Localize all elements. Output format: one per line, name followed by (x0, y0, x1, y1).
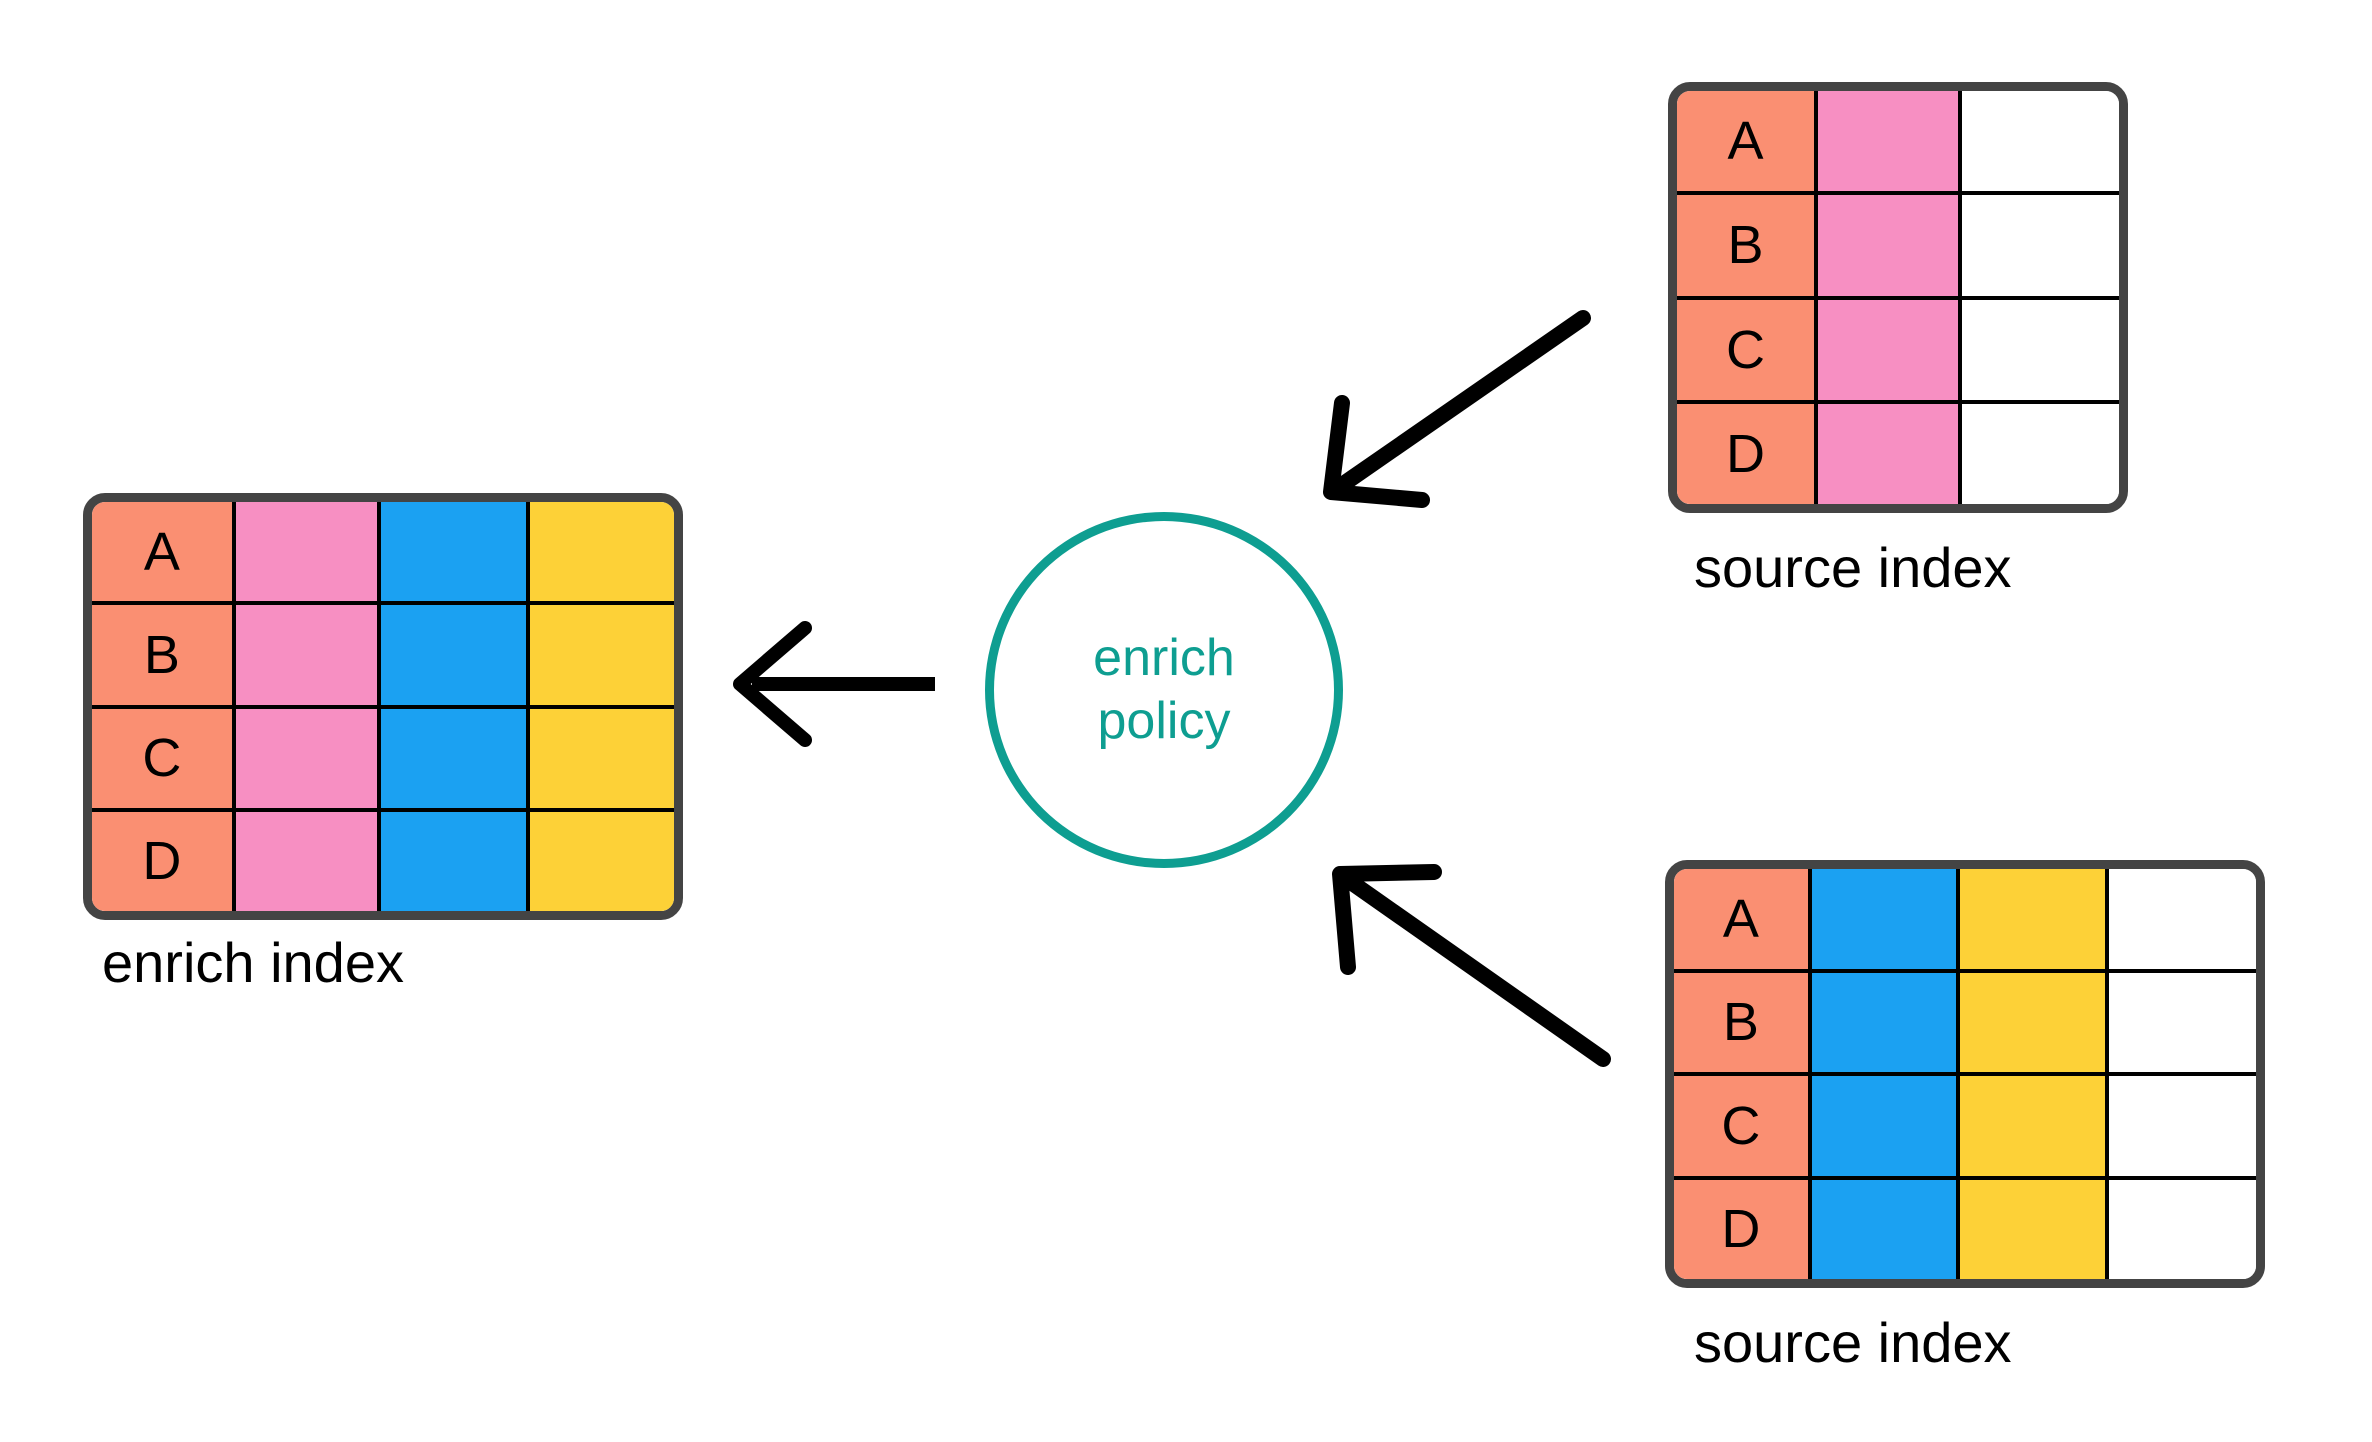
table-row: B (1677, 191, 2119, 296)
row-key-label: A (1727, 111, 1764, 172)
cell-field-blue (377, 605, 526, 705)
cell-field-empty (1957, 195, 2119, 296)
cell-field-pink (231, 708, 378, 808)
arrow-policy-to-enrich-index (733, 621, 935, 747)
enrich-index-caption: enrich index (102, 931, 404, 994)
table-row: D (1677, 399, 2119, 504)
cell-field-empty (2104, 972, 2256, 1072)
cell-key-c: C (1677, 299, 1815, 400)
cell-key-a: A (1677, 91, 1815, 192)
cell-key-b: B (1677, 195, 1815, 296)
cell-field-empty (1957, 299, 2119, 400)
cell-field-yellow (525, 708, 674, 808)
cell-key-c: C (1674, 1076, 1808, 1176)
enrich-policy-label: enrich policy (1093, 628, 1235, 750)
cell-field-blue (1807, 1076, 1957, 1176)
table-row: C (1674, 1072, 2256, 1176)
cell-field-empty (1957, 403, 2119, 504)
enrich-index-table: A B C D (83, 493, 683, 920)
table-row: C (92, 704, 674, 808)
cell-field-yellow (525, 605, 674, 705)
row-key-label: D (1721, 1199, 1761, 1260)
cell-field-yellow (525, 502, 674, 602)
table-row: A (1677, 91, 2119, 192)
row-key-label: B (1727, 215, 1764, 276)
table-row: D (1674, 1175, 2256, 1279)
cell-field-yellow (1956, 869, 2105, 969)
cell-field-pink (231, 502, 378, 602)
row-key-label: A (143, 521, 180, 582)
cell-key-c: C (92, 708, 232, 808)
table-row: C (1677, 295, 2119, 400)
table-row: A (92, 502, 674, 602)
source-index-top-caption: source index (1694, 536, 2012, 599)
row-key-label: B (1722, 992, 1759, 1053)
row-key-label: A (1722, 888, 1759, 949)
cell-field-pink (1814, 195, 1958, 296)
cell-field-empty (2104, 1179, 2256, 1279)
cell-field-yellow (1956, 1076, 2105, 1176)
cell-field-empty (2104, 869, 2256, 969)
cell-field-blue (1807, 972, 1957, 1072)
table-row: A (1674, 869, 2256, 969)
cell-field-pink (231, 605, 378, 705)
cell-key-d: D (1674, 1179, 1808, 1279)
source-index-top-table: A B C D (1668, 82, 2128, 513)
source-index-bottom-caption: source index (1694, 1311, 2012, 1374)
cell-key-b: B (92, 605, 232, 705)
cell-key-b: B (1674, 972, 1808, 1072)
row-key-label: D (1726, 423, 1765, 484)
cell-field-empty (1957, 91, 2119, 192)
cell-field-pink (231, 811, 378, 911)
row-key-label: C (1721, 1095, 1761, 1156)
cell-field-yellow (1956, 1179, 2105, 1279)
row-key-label: C (1726, 319, 1765, 380)
cell-key-a: A (1674, 869, 1808, 969)
cell-key-a: A (92, 502, 232, 602)
row-key-label: B (143, 624, 180, 685)
row-key-label: C (142, 728, 182, 789)
row-key-label: D (142, 831, 182, 892)
cell-field-empty (2104, 1076, 2256, 1176)
cell-field-pink (1814, 299, 1958, 400)
enrich-policy-node[interactable]: enrich policy (985, 512, 1343, 868)
table-row: B (1674, 968, 2256, 1072)
cell-key-d: D (1677, 403, 1815, 504)
table-row: D (92, 807, 674, 911)
cell-field-blue (377, 502, 526, 602)
table-row: B (92, 601, 674, 705)
arrow-source-top-to-policy (1323, 310, 1591, 508)
cell-field-blue (377, 708, 526, 808)
cell-field-yellow (1956, 972, 2105, 1072)
cell-key-d: D (92, 811, 232, 911)
cell-field-yellow (525, 811, 674, 911)
cell-field-blue (1807, 869, 1957, 969)
cell-field-blue (1807, 1179, 1957, 1279)
arrow-source-bottom-to-policy (1332, 864, 1611, 1067)
cell-field-blue (377, 811, 526, 911)
cell-field-pink (1814, 403, 1958, 504)
cell-field-pink (1814, 91, 1958, 192)
source-index-bottom-table: A B C D (1665, 860, 2265, 1288)
